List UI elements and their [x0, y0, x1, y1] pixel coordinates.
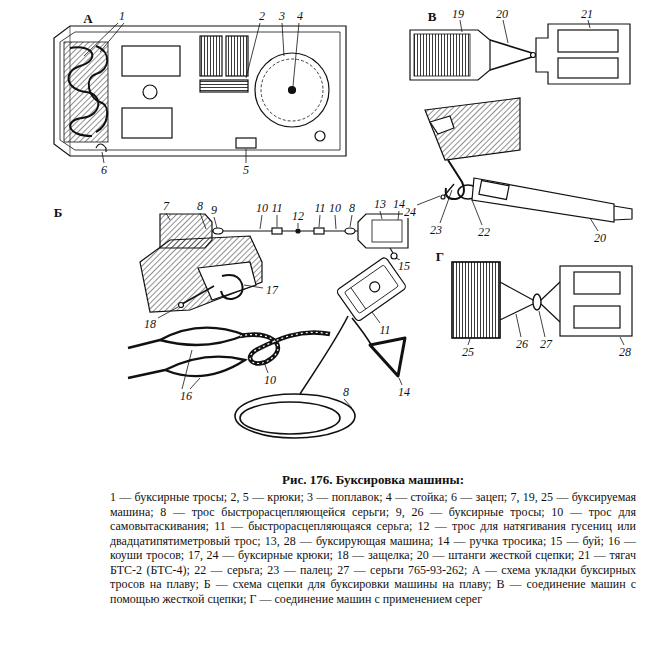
hook-detail	[425, 98, 632, 222]
panel-letter: Г	[435, 250, 445, 263]
callout-number: 11	[313, 202, 326, 214]
callout-number: 17	[265, 284, 279, 296]
callout-number: 26	[515, 338, 529, 350]
callout-number: 1	[118, 10, 126, 22]
callout-number: 7	[162, 200, 170, 212]
callout-number: 10	[263, 374, 277, 386]
callout-number: 2	[258, 10, 266, 22]
panel-letter: Б	[53, 206, 64, 219]
callout-number: 14	[392, 198, 406, 210]
callout-number: 8	[342, 386, 350, 398]
callout-number: 23	[429, 224, 443, 236]
panel-g-vehicles	[452, 262, 632, 338]
callout-number: 20	[495, 8, 509, 20]
panel-letter: А	[82, 12, 93, 25]
callout-number: 16	[179, 390, 193, 402]
leader-lines	[417, 20, 598, 231]
leader-lines	[84, 23, 299, 163]
leader-lines	[158, 285, 402, 408]
panel-a-vehicle	[54, 26, 346, 156]
callout-number: 3	[278, 10, 286, 22]
callout-number: 8	[348, 202, 356, 214]
callout-number: 8	[196, 200, 204, 212]
panel-letter: В	[427, 10, 438, 23]
callout-number: 28	[618, 346, 632, 358]
callout-number: 4	[296, 10, 304, 22]
callout-number: 21	[580, 8, 594, 20]
panel-b-detail	[128, 236, 407, 438]
callout-number: 11	[378, 324, 391, 336]
callout-number: 13	[373, 198, 387, 210]
figure-title: Рис. 176. Буксировка машины:	[110, 472, 636, 488]
callout-number: 5	[242, 164, 250, 176]
callout-number: 15	[397, 260, 411, 272]
callout-number: 19	[451, 8, 465, 20]
panel-v-vehicles	[410, 24, 630, 84]
callout-number: 10	[328, 202, 342, 214]
callout-number: 12	[291, 210, 305, 222]
callout-number: 14	[397, 386, 411, 398]
callout-number: 10	[255, 202, 269, 214]
callout-number: 18	[143, 318, 157, 330]
callout-number: 6	[100, 164, 108, 176]
callout-number: 9	[210, 204, 218, 216]
figure-caption: 1 — буксирные тросы; 2, 5 — крюки; 3 — п…	[110, 490, 636, 606]
callout-number: 20	[593, 232, 607, 244]
callout-number: 27	[539, 338, 553, 350]
callout-number: 11	[270, 202, 283, 214]
callout-number: 22	[477, 226, 491, 238]
callout-number: 25	[461, 346, 475, 358]
